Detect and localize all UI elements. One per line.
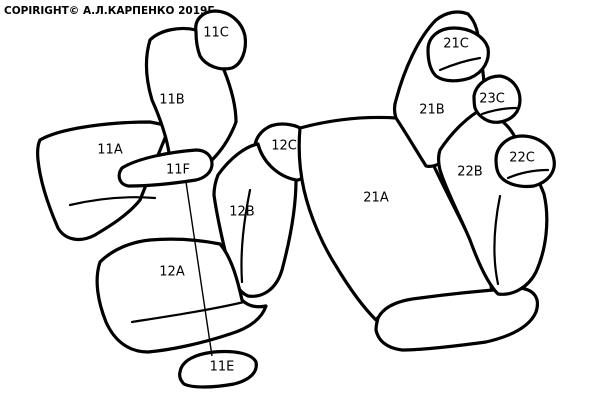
part-21c-crease [438, 56, 482, 72]
label-11a: 11A [97, 143, 123, 158]
label-22b: 22B [457, 165, 482, 180]
part-12b-inner-seam [240, 188, 252, 284]
part-23c-crease [480, 106, 518, 116]
label-22c: 22C [509, 151, 535, 166]
label-23c: 23C [479, 92, 505, 107]
part-12a-cushion [95, 237, 268, 354]
label-21b: 21B [419, 103, 444, 118]
label-11b: 11B [159, 93, 184, 108]
leader-line-11f-11e [185, 181, 213, 357]
part-22c-headrest [494, 134, 556, 189]
part-22b-inner-seam [493, 194, 502, 286]
label-11e: 11E [210, 360, 235, 375]
part-21a-front-roll [374, 286, 540, 352]
label-12b: 12B [229, 205, 254, 220]
label-12a: 12A [159, 265, 185, 280]
part-12b-backrest [212, 142, 298, 298]
label-12c: 12C [271, 139, 297, 154]
copyright-notice: COPIRIGHT© А.Л.КАРПЕНКО 2019Г. [4, 5, 218, 17]
label-21a: 21A [363, 191, 389, 206]
part-22c-crease [506, 168, 550, 180]
part-23c-headrest [472, 74, 522, 124]
part-11f-armrest [117, 148, 214, 188]
label-11c: 11C [203, 26, 229, 41]
label-21c: 21C [443, 37, 469, 52]
label-11f: 11F [166, 163, 190, 178]
part-12a-front-seam [130, 300, 246, 324]
part-11c-headrest [194, 9, 248, 71]
part-11e-lower-cover [178, 349, 258, 389]
part-11a-cushion-bolster [36, 120, 172, 242]
part-11a-inner-line [68, 196, 157, 207]
